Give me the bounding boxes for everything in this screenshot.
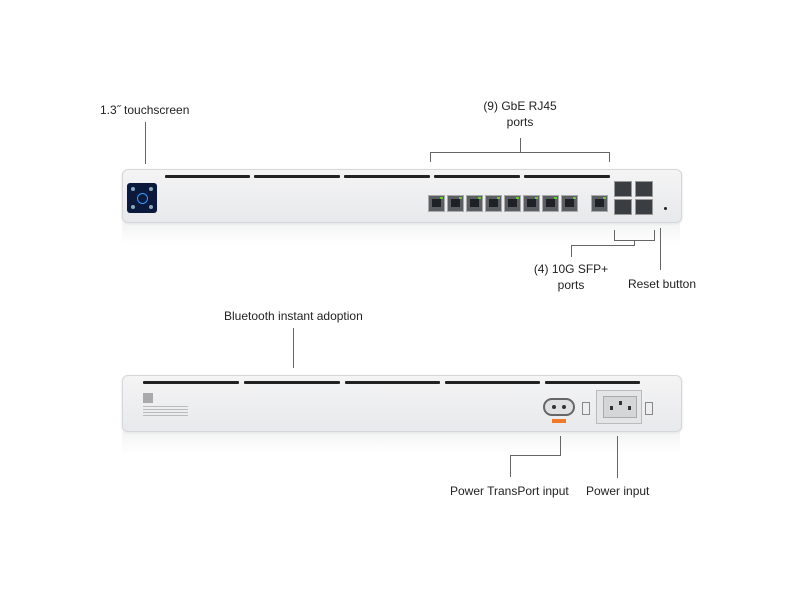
rj45-bracket-right bbox=[609, 152, 610, 162]
sfp-callout-line bbox=[571, 245, 635, 246]
screen-icon bbox=[149, 205, 153, 209]
rj45-port-9[interactable] bbox=[591, 195, 608, 212]
qr-code bbox=[143, 393, 153, 403]
rj45-bracket bbox=[430, 152, 610, 153]
front-panel bbox=[122, 169, 682, 223]
compliance-label bbox=[143, 406, 188, 418]
screen-icon bbox=[149, 187, 153, 191]
vent bbox=[244, 381, 340, 384]
rj45-port-3[interactable] bbox=[466, 195, 483, 212]
reset-button[interactable] bbox=[664, 207, 667, 210]
sfp-port-2[interactable] bbox=[614, 199, 632, 215]
iec-socket bbox=[603, 396, 637, 418]
vent bbox=[445, 381, 540, 384]
sfp-port-4[interactable] bbox=[635, 199, 653, 215]
sfp-port-1[interactable] bbox=[614, 181, 632, 197]
transport-callout-line bbox=[510, 455, 561, 456]
vent bbox=[344, 175, 430, 178]
vent bbox=[165, 175, 250, 178]
sfp-callout-line bbox=[571, 245, 572, 257]
pin bbox=[619, 401, 622, 405]
front-reflection bbox=[122, 223, 680, 245]
rj45-port-6[interactable] bbox=[523, 195, 540, 212]
clip bbox=[582, 402, 590, 415]
sfp-label-line1: (4) 10G SFP+ bbox=[533, 262, 609, 276]
rj45-port-1[interactable] bbox=[428, 195, 445, 212]
ubiquiti-logo-icon bbox=[137, 193, 148, 204]
pin bbox=[610, 406, 613, 410]
bluetooth-callout-line bbox=[293, 328, 294, 368]
sfp-label-line2: ports bbox=[557, 278, 585, 292]
touchscreen[interactable] bbox=[127, 183, 157, 213]
rj45-port-5[interactable] bbox=[504, 195, 521, 212]
pin bbox=[562, 405, 566, 409]
rj45-label-line2: ports bbox=[506, 115, 534, 129]
power-input-label: Power input bbox=[586, 484, 650, 498]
screen-icon bbox=[131, 205, 135, 209]
transport-tag bbox=[552, 419, 566, 423]
vent bbox=[545, 381, 640, 384]
power-callout-line bbox=[617, 436, 618, 478]
bluetooth-label: Bluetooth instant adoption bbox=[224, 309, 363, 323]
pin bbox=[552, 405, 556, 409]
reset-callout-line bbox=[660, 228, 661, 270]
vent bbox=[345, 381, 440, 384]
rj45-port-2[interactable] bbox=[447, 195, 464, 212]
vent bbox=[143, 381, 239, 384]
transport-callout-line bbox=[560, 436, 561, 456]
rj45-bracket-left bbox=[430, 152, 431, 162]
touchscreen-label: 1.3˝ touchscreen bbox=[100, 103, 190, 117]
transport-callout-line bbox=[510, 455, 511, 477]
rj45-label-line1: (9) GbE RJ45 bbox=[483, 99, 557, 113]
touchscreen-callout-line bbox=[145, 122, 146, 164]
back-reflection bbox=[122, 432, 680, 454]
vent bbox=[254, 175, 340, 178]
reset-label: Reset button bbox=[627, 277, 697, 291]
sfp-bracket-left bbox=[614, 230, 615, 240]
sfp-bracket-right bbox=[654, 230, 655, 240]
sfp-port-3[interactable] bbox=[635, 181, 653, 197]
power-transport-label: Power TransPort input bbox=[450, 484, 569, 498]
vent bbox=[524, 175, 610, 178]
sfp-callout-line bbox=[634, 240, 635, 246]
clip bbox=[645, 402, 653, 415]
rj45-port-7[interactable] bbox=[542, 195, 559, 212]
rj45-callout-line bbox=[520, 138, 521, 152]
sfp-label: (4) 10G SFP+ ports bbox=[521, 261, 621, 293]
screen-icon bbox=[131, 187, 135, 191]
rj45-port-8[interactable] bbox=[561, 195, 578, 212]
vent bbox=[434, 175, 520, 178]
rj45-label: (9) GbE RJ45 ports bbox=[460, 98, 580, 130]
rj45-port-4[interactable] bbox=[485, 195, 502, 212]
power-input-connector[interactable] bbox=[596, 390, 642, 424]
power-transport-connector[interactable] bbox=[543, 398, 575, 416]
pin bbox=[628, 406, 631, 410]
